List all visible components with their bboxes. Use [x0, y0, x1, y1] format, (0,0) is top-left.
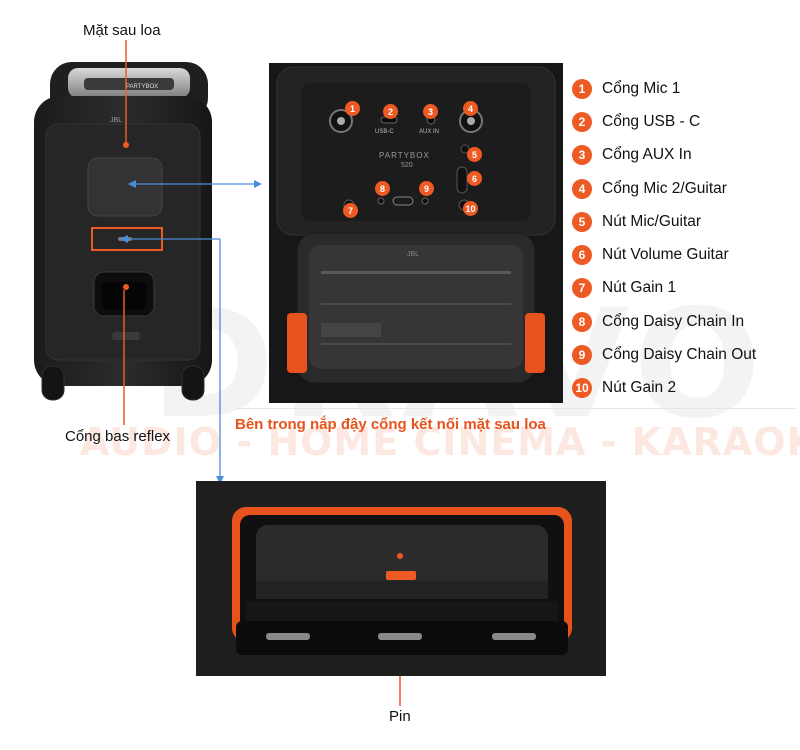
- legend-badge-6: 6: [572, 245, 592, 266]
- panel-badge-7: 7: [343, 203, 358, 218]
- legend-text-9: Cổng Daisy Chain Out: [602, 346, 757, 364]
- panel-model-top: PARTYBOX: [379, 151, 430, 160]
- legend-text-10: Nút Gain 2: [602, 379, 677, 397]
- legend-text-2: Cổng USB - C: [602, 112, 701, 130]
- legend-text-8: Cổng Daisy Chain In: [602, 312, 745, 330]
- legend-item-6: 6 Nút Volume Guitar: [572, 238, 794, 271]
- connector-panel-drawing: [276, 66, 556, 384]
- legend-badge-5: 5: [572, 211, 592, 232]
- panel-badge-9: 9: [419, 181, 434, 196]
- panel-jbl-logo: JBL: [407, 251, 420, 258]
- label-battery: Pin: [389, 708, 411, 725]
- connector-panel-photo: PARTYBOX 520 USB-C AUX IN JBL 1 2 3 4 5 …: [269, 63, 563, 403]
- legend-text-5: Nút Mic/Guitar: [602, 212, 702, 230]
- legend-text-3: Cổng AUX In: [602, 146, 692, 164]
- battery-compartment-photo: [196, 481, 606, 676]
- panel-badge-4: 4: [463, 101, 478, 116]
- legend-text-1: Cổng Mic 1: [602, 79, 681, 97]
- legend-badge-10: 10: [572, 378, 592, 399]
- battery-compartment-drawing: [232, 507, 572, 655]
- legend-item-5: 5 Nút Mic/Guitar: [572, 205, 794, 238]
- section-title-inner: Bên trong nắp đậy cổng kết nối mặt sau l…: [235, 416, 546, 433]
- label-bass-reflex: Cổng bas reflex: [65, 428, 171, 445]
- legend-item-8: 8 Cổng Daisy Chain In: [572, 305, 794, 338]
- panel-badge-10: 10: [463, 201, 478, 216]
- speaker-brand-label: JBL: [110, 117, 122, 124]
- legend-text-6: Nút Volume Guitar: [602, 246, 729, 264]
- panel-usb-label: USB-C: [375, 129, 394, 135]
- speaker-back-image: PARTYBOX JBL: [34, 62, 212, 401]
- panel-badge-6: 6: [467, 171, 482, 186]
- legend-text-4: Cổng Mic 2/Guitar: [602, 179, 727, 197]
- speaker-top-brand: PARTYBOX: [126, 84, 158, 90]
- panel-badge-5: 5: [467, 147, 482, 162]
- label-back-speaker: Mặt sau loa: [83, 22, 161, 39]
- legend-item-3: 3 Cổng AUX In: [572, 139, 794, 172]
- legend-badge-9: 9: [572, 345, 592, 366]
- legend-item-4: 4 Cổng Mic 2/Guitar: [572, 172, 794, 205]
- legend-item-2: 2 Cổng USB - C: [572, 105, 794, 138]
- panel-badge-3: 3: [423, 104, 438, 119]
- legend-item-9: 9 Cổng Daisy Chain Out: [572, 338, 794, 371]
- panel-aux-label: AUX IN: [419, 129, 440, 135]
- legend-item-10: 10 Nút Gain 2: [572, 372, 794, 405]
- legend-badge-4: 4: [572, 178, 592, 199]
- legend-item-1: 1 Cổng Mic 1: [572, 72, 794, 105]
- panel-badge-8: 8: [375, 181, 390, 196]
- legend-badge-1: 1: [572, 78, 592, 99]
- legend-item-7: 7 Nút Gain 1: [572, 272, 794, 305]
- panel-badge-2: 2: [383, 104, 398, 119]
- legend-badge-8: 8: [572, 311, 592, 332]
- panel-model-num: 520: [401, 162, 413, 169]
- legend-badge-7: 7: [572, 278, 592, 299]
- connector-legend: 1 Cổng Mic 1 2 Cổng USB - C 3 Cổng AUX I…: [572, 72, 794, 405]
- panel-badge-1: 1: [345, 101, 360, 116]
- legend-badge-2: 2: [572, 111, 592, 132]
- legend-badge-3: 3: [572, 145, 592, 166]
- legend-text-7: Nút Gain 1: [602, 279, 677, 297]
- separator-line: [235, 408, 795, 409]
